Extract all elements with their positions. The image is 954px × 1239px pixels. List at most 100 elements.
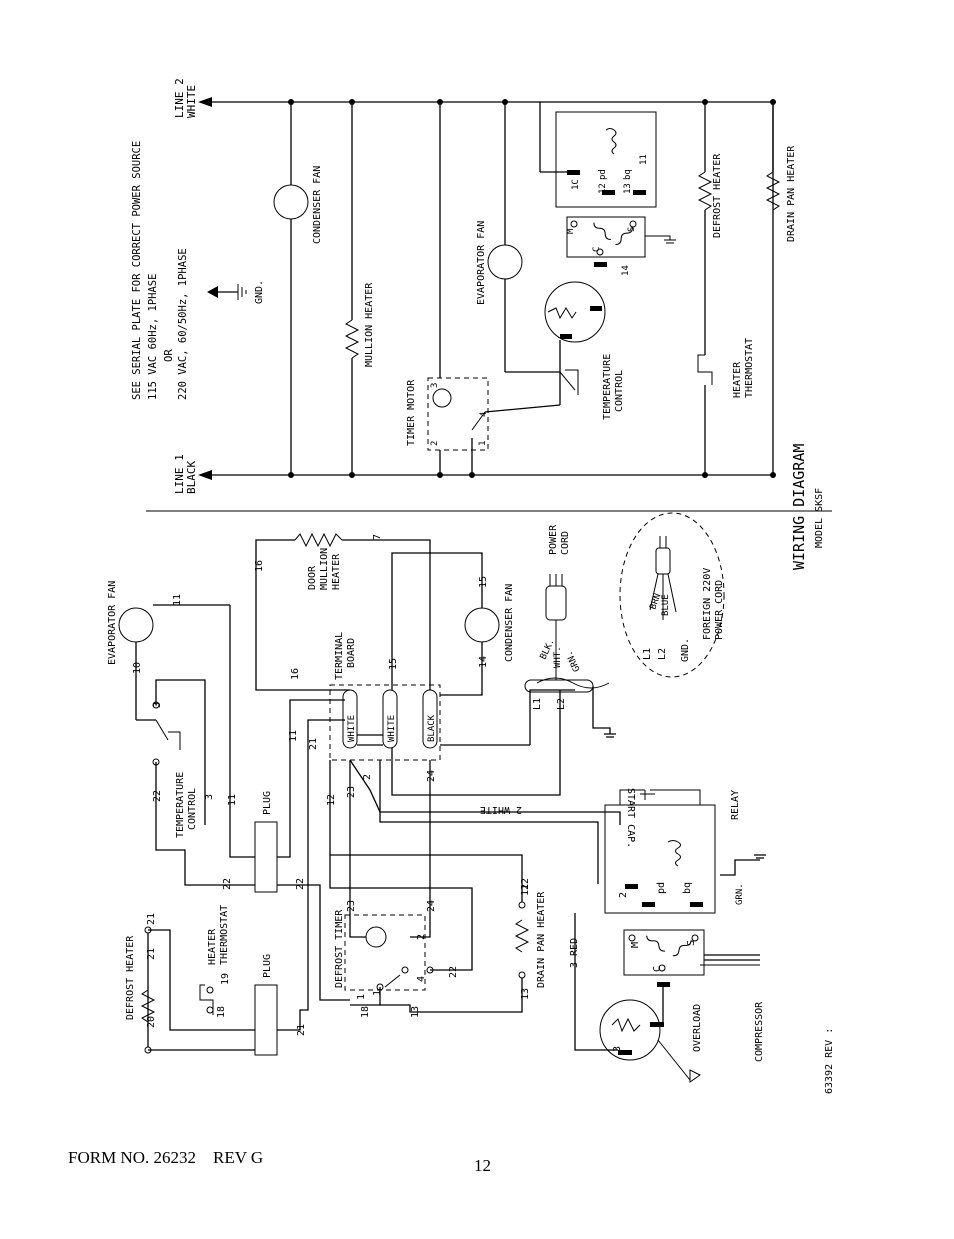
svg-text:20: 20: [146, 1016, 157, 1028]
svg-text:L1: L1: [532, 698, 543, 710]
overload-icon: [544, 281, 606, 343]
line1-label: LINE 1 BLACK: [173, 448, 198, 494]
svg-text:10: 10: [132, 662, 143, 674]
defrost-heater-resistor-icon: [697, 171, 713, 211]
line2-arrow-icon: [198, 97, 212, 107]
svg-text:2: 2: [362, 774, 373, 780]
svg-text:1: 1: [356, 994, 367, 1000]
svg-text:2: 2: [430, 441, 440, 446]
svg-text:12: 12: [326, 794, 337, 806]
timer-motor-label: TIMER MOTOR: [406, 379, 417, 446]
white-wire-label: 2 WHITE: [480, 804, 522, 815]
terminal-board-label: TERMINAL BOARD: [334, 626, 357, 680]
svg-text:14: 14: [478, 656, 489, 668]
compressor-label: COMPRESSOR: [754, 1001, 765, 1062]
svg-text:1: 1: [372, 990, 383, 996]
temperature-control-switch-icon: [565, 369, 579, 395]
diagram-title: WIRING DIAGRAM: [790, 444, 808, 570]
svg-text:21: 21: [146, 948, 157, 960]
cord-wire-label: GRN.: [564, 649, 582, 673]
svg-text:13: 13: [410, 1006, 421, 1018]
pictorial-heater-thermostat-label: HEATER THERMOSTAT: [207, 905, 230, 965]
svg-text:13: 13: [520, 988, 531, 1000]
board-terminal-label: WHITE: [387, 715, 397, 742]
foreign-cord-label: FOREIGN 220V POWER CORD: [702, 562, 725, 640]
svg-text:pd: pd: [656, 882, 667, 894]
evaporator-fan-motor-icon: [487, 244, 523, 280]
foreign-wire-label: L2: [657, 648, 668, 660]
temperature-control-label: TEMPERATURE CONTROL: [602, 348, 625, 420]
svg-text:16: 16: [254, 560, 265, 572]
svg-text:14: 14: [621, 265, 631, 276]
svg-text:bq: bq: [682, 882, 693, 894]
svg-text:M: M: [566, 228, 576, 234]
start-cap-icon: [640, 789, 655, 800]
drain-pan-heater-resistor-icon: [765, 171, 781, 211]
svg-text:18: 18: [360, 1006, 371, 1018]
power-cord-wires-icon: [536, 677, 610, 689]
defrost-timer-label: DEFROST TIMER: [334, 909, 345, 988]
svg-text:M: M: [630, 942, 641, 948]
svg-text:22: 22: [295, 878, 306, 890]
foreign-wire-label: GND.: [680, 638, 691, 662]
svg-text:S: S: [686, 940, 697, 946]
svg-text:4: 4: [479, 412, 489, 417]
foreign-plug-icon: [655, 547, 671, 575]
pictorial-defrost-heater-icon: [140, 989, 156, 1023]
condenser-fan-label: CONDENSER FAN: [312, 166, 323, 244]
defrost-timer-box: [344, 914, 426, 991]
svg-text:19: 19: [220, 973, 231, 985]
svg-text:15: 15: [478, 576, 489, 588]
relay-grn-label: GRN.: [735, 883, 745, 905]
page-number: 12: [474, 1156, 491, 1175]
plug-lower-label: PLUG: [262, 954, 273, 978]
timer-motor-box: [427, 377, 489, 451]
terminal-white-2: [382, 689, 398, 749]
pictorial-compressor-ground-icon: [720, 854, 766, 876]
mullion-heater-label: MULLION HEATER: [364, 282, 375, 367]
plug-lower: [254, 984, 278, 1056]
defrost-heater-label: DEFROST HEATER: [712, 153, 723, 238]
mullion-heater-resistor-icon: [344, 319, 360, 359]
svg-text:3: 3: [204, 794, 215, 800]
diagram-model: MODEL SKSF: [814, 488, 825, 548]
pictorial-relay-coil-icon: [667, 840, 681, 867]
svg-text:23: 23: [346, 900, 357, 912]
svg-text:7: 7: [372, 534, 383, 540]
pictorial-evaporator-fan-icon: [118, 607, 154, 643]
gnd-arrow-icon: [207, 286, 218, 298]
svg-text:15: 15: [388, 658, 399, 670]
pictorial-temp-control-switch-icon: [168, 731, 181, 750]
red-wire-label: 3 RED: [569, 938, 580, 968]
terminal-board-box: [329, 684, 441, 761]
relay-coil-icon: [605, 128, 617, 155]
svg-text:12: 12: [520, 878, 531, 890]
pictorial-diagram: WHITE WHITE BLACK 2 WHITE: [107, 512, 766, 1083]
svg-text:3: 3: [430, 383, 440, 388]
power-cord-label: POWER CORD: [548, 519, 571, 555]
svg-text:C: C: [652, 966, 663, 972]
line1-arrow-icon: [198, 470, 212, 480]
pictorial-condenser-fan-icon: [464, 607, 500, 643]
pictorial-relay-box: [604, 804, 716, 914]
defrost-timer-motor-icon: [365, 926, 387, 948]
svg-text:1C: 1C: [571, 179, 581, 190]
wire-number-labels: 10 11 3 22 3 11 22 22 21 20 21 19 18 21 …: [132, 534, 697, 1052]
pictorial-compressor-box: [623, 929, 705, 976]
svg-text:22: 22: [152, 790, 163, 802]
overload-arrow-icon: [689, 1069, 701, 1083]
svg-text:12: 12: [520, 884, 531, 896]
svg-text:11: 11: [227, 794, 238, 806]
svg-text:23: 23: [346, 786, 357, 798]
svg-text:22: 22: [222, 878, 233, 890]
svg-text:1: 1: [478, 441, 488, 446]
pictorial-condenser-fan-label: CONDENSER FAN: [504, 584, 515, 662]
svg-text:24: 24: [426, 900, 437, 912]
cord-wire-label: WHT.: [553, 646, 563, 668]
foreign-wire-label: BLUE: [661, 594, 671, 616]
board-terminal-label: BLACK: [427, 714, 437, 742]
svg-text:L2: L2: [556, 698, 567, 710]
pictorial-heater-thermostat-icon: [199, 984, 214, 1015]
